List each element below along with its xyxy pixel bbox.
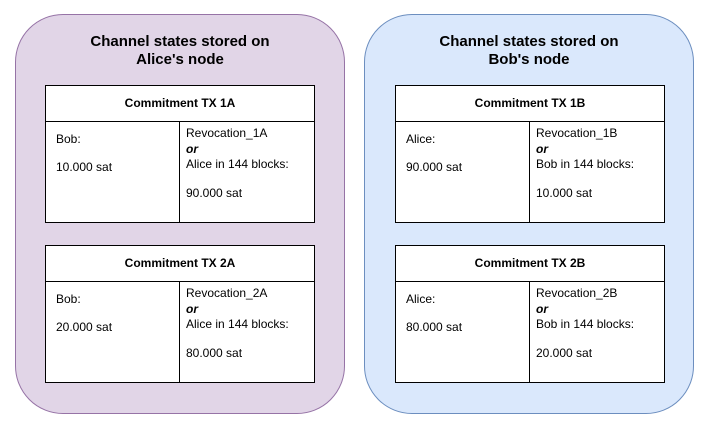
counterparty-amount: 20.000 sat xyxy=(56,320,113,334)
counterparty-label: Alice: xyxy=(406,132,436,146)
to-local-output: Revocation_1B or Bob in 144 blocks: 10.0… xyxy=(530,122,664,223)
or-label: or xyxy=(536,302,548,316)
revocation-key: Revocation_1B xyxy=(536,126,618,140)
counterparty-amount: 90.000 sat xyxy=(406,160,463,174)
revocation-key: Revocation_2A xyxy=(186,286,268,300)
or-label: or xyxy=(536,142,548,156)
tx-header: Commitment TX 2B xyxy=(396,246,664,282)
tx-header: Commitment TX 1A xyxy=(46,86,314,122)
counterparty-output: Alice: 90.000 sat xyxy=(396,122,530,223)
revocation-key: Revocation_2B xyxy=(536,286,618,300)
commitment-tx-1b: Commitment TX 1B Alice: 90.000 sat Revoc… xyxy=(395,85,665,223)
to-local-output: Revocation_2A or Alice in 144 blocks: 80… xyxy=(180,282,314,383)
timelock-amount: 90.000 sat xyxy=(186,186,243,200)
timelock-label: Bob in 144 blocks: xyxy=(536,317,635,331)
commitment-tx-2b: Commitment TX 2B Alice: 80.000 sat Revoc… xyxy=(395,245,665,383)
counterparty-output: Alice: 80.000 sat xyxy=(396,282,530,383)
counterparty-label: Bob: xyxy=(56,132,81,146)
counterparty-label: Alice: xyxy=(406,292,436,306)
counterparty-amount: 10.000 sat xyxy=(56,160,113,174)
to-local-output: Revocation_1A or Alice in 144 blocks: 90… xyxy=(180,122,314,223)
counterparty-output: Bob: 10.000 sat xyxy=(46,122,180,223)
to-local-output: Revocation_2B or Bob in 144 blocks: 20.0… xyxy=(530,282,664,383)
timelock-amount: 20.000 sat xyxy=(536,346,593,360)
tx-header: Commitment TX 2A xyxy=(46,246,314,282)
timelock-label: Alice in 144 blocks: xyxy=(186,157,289,171)
counterparty-output: Bob: 20.000 sat xyxy=(46,282,180,383)
or-label: or xyxy=(186,142,198,156)
timelock-label: Alice in 144 blocks: xyxy=(186,317,289,331)
commitment-tx-1a: Commitment TX 1A Bob: 10.000 sat Revocat… xyxy=(45,85,315,223)
commitment-tx-2a: Commitment TX 2A Bob: 20.000 sat Revocat… xyxy=(45,245,315,383)
timelock-label: Bob in 144 blocks: xyxy=(536,157,635,171)
revocation-key: Revocation_1A xyxy=(186,126,268,140)
timelock-amount: 10.000 sat xyxy=(536,186,593,200)
alice-node-title: Channel states stored on Alice's node xyxy=(90,33,270,68)
counterparty-label: Bob: xyxy=(56,292,81,306)
bob-node-title: Channel states stored on Bob's node xyxy=(439,33,619,68)
or-label: or xyxy=(186,302,198,316)
counterparty-amount: 80.000 sat xyxy=(406,320,463,334)
tx-header: Commitment TX 1B xyxy=(396,86,664,122)
timelock-amount: 80.000 sat xyxy=(186,346,243,360)
